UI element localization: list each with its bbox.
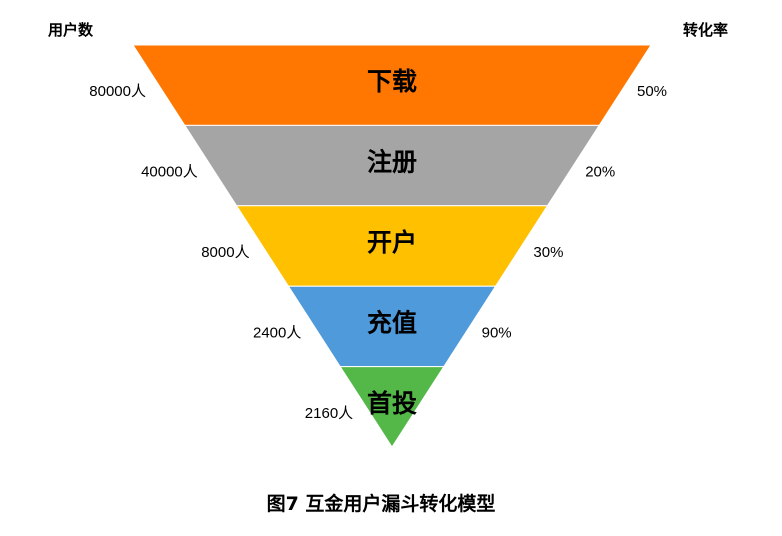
left-header: 用户数	[48, 21, 94, 39]
users-label: 40000人	[141, 164, 198, 181]
funnel-band-4	[339, 366, 445, 448]
stage-label: 首投	[367, 389, 417, 418]
users-label: 2160人	[305, 405, 353, 422]
users-label: 80000人	[89, 83, 146, 100]
rate-label: 30%	[533, 244, 563, 261]
users-label: 8000人	[201, 244, 249, 261]
stage-label: 充值	[367, 308, 417, 337]
rate-label: 90%	[482, 324, 512, 341]
stage-label: 开户	[367, 228, 417, 257]
users-label: 2400人	[253, 324, 301, 341]
rate-label: 50%	[637, 83, 667, 100]
stage-label: 注册	[367, 148, 417, 177]
right-header: 转化率	[683, 21, 728, 39]
chart-caption: 图7 互金用户漏斗转化模型	[267, 492, 496, 515]
stage-label: 下载	[367, 67, 417, 96]
rate-label: 20%	[585, 164, 615, 181]
